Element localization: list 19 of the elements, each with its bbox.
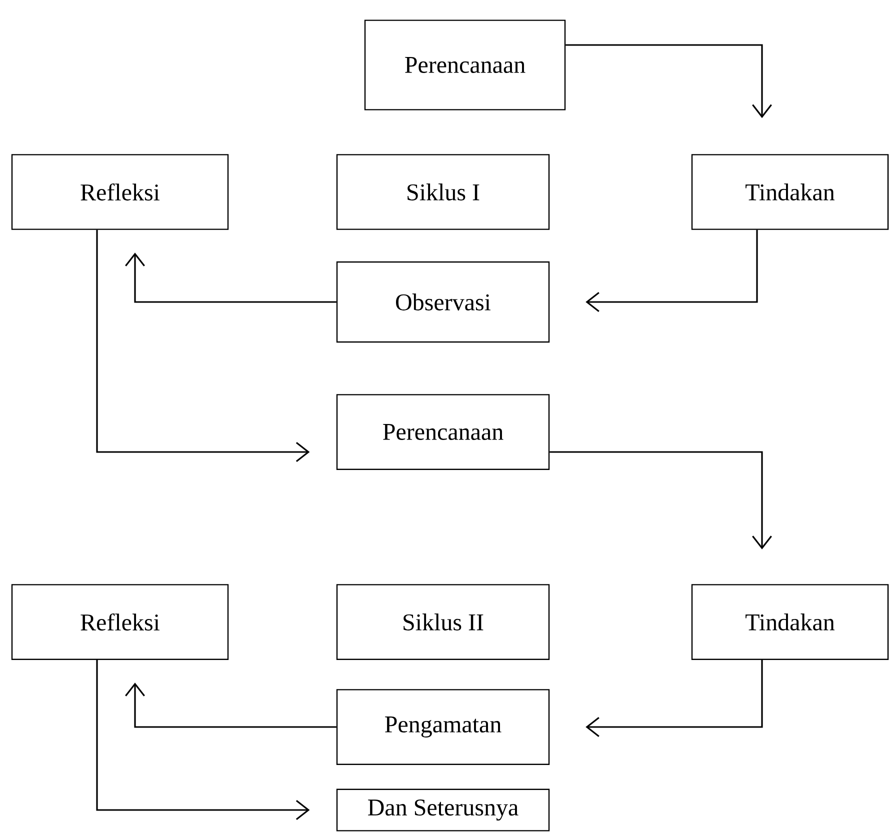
- arrow: [586, 230, 758, 312]
- process-box: Tindakan: [691, 584, 889, 660]
- arrow: [550, 451, 772, 550]
- process-box: Observasi: [336, 261, 550, 343]
- arrow: [586, 660, 763, 737]
- arrow: [566, 44, 772, 118]
- process-box: Refleksi: [11, 584, 229, 660]
- arrow: [96, 230, 310, 462]
- process-box: Refleksi: [11, 154, 229, 230]
- process-box: Dan Seterusnya: [336, 788, 550, 832]
- process-box: Siklus II: [336, 584, 550, 660]
- process-box: Tindakan: [691, 154, 889, 230]
- arrow: [125, 252, 336, 303]
- process-box: Perencanaan: [364, 20, 566, 110]
- process-box: Siklus I: [336, 154, 550, 230]
- arrow: [96, 660, 310, 820]
- process-box: Pengamatan: [336, 689, 550, 765]
- arrow: [125, 682, 336, 728]
- process-box: Perencanaan: [336, 394, 550, 470]
